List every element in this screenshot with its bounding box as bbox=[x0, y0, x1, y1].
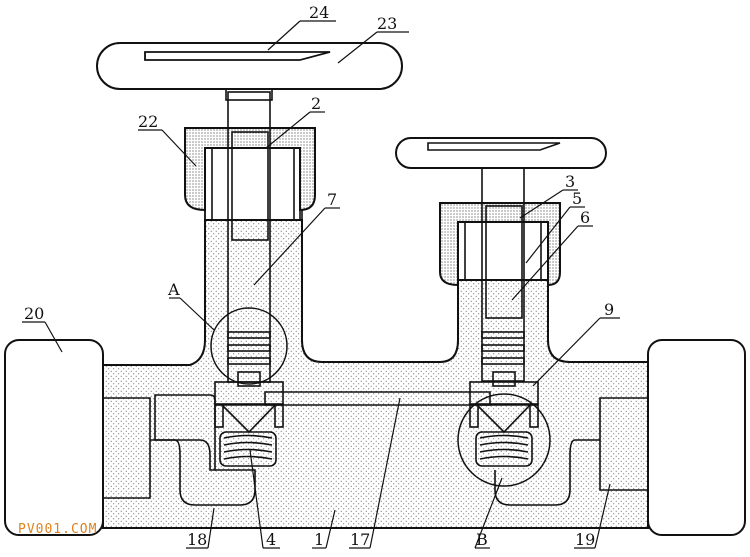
label-3: 3 bbox=[565, 172, 575, 191]
left-spring bbox=[219, 431, 277, 467]
watermark: PV001.COM bbox=[18, 522, 98, 537]
left-handwheel bbox=[96, 42, 403, 90]
right-fitting-19 bbox=[647, 339, 746, 536]
left-fitting-20 bbox=[4, 339, 104, 536]
label-19: 19 bbox=[575, 530, 595, 549]
right-handwheel bbox=[395, 137, 607, 169]
valve-body bbox=[102, 150, 649, 529]
label-20: 20 bbox=[24, 304, 44, 323]
left-sleeve bbox=[204, 147, 301, 221]
label-4: 4 bbox=[266, 530, 276, 549]
label-23: 23 bbox=[377, 14, 397, 33]
right-stem-assembly bbox=[439, 165, 561, 467]
right-spring bbox=[475, 431, 533, 467]
detail-circle-A bbox=[210, 307, 288, 385]
detail-circle-B bbox=[457, 393, 551, 487]
label-22: 22 bbox=[138, 112, 158, 131]
label-2: 2 bbox=[311, 94, 321, 113]
label-24: 24 bbox=[309, 3, 329, 22]
label-17: 17 bbox=[350, 530, 370, 549]
right-thread bbox=[485, 205, 523, 319]
label-9: 9 bbox=[604, 300, 614, 319]
label-1: 1 bbox=[314, 530, 324, 549]
labels: 24 23 2 22 7 A 3 5 6 9 20 18 4 1 17 B 19 bbox=[24, 3, 614, 549]
label-A: A bbox=[167, 280, 180, 299]
label-5: 5 bbox=[572, 189, 582, 208]
label-7: 7 bbox=[327, 190, 337, 209]
label-B: B bbox=[476, 530, 488, 549]
label-18: 18 bbox=[187, 530, 207, 549]
left-thread bbox=[231, 131, 269, 241]
label-6: 6 bbox=[580, 208, 590, 227]
leader-lines bbox=[22, 20, 620, 549]
